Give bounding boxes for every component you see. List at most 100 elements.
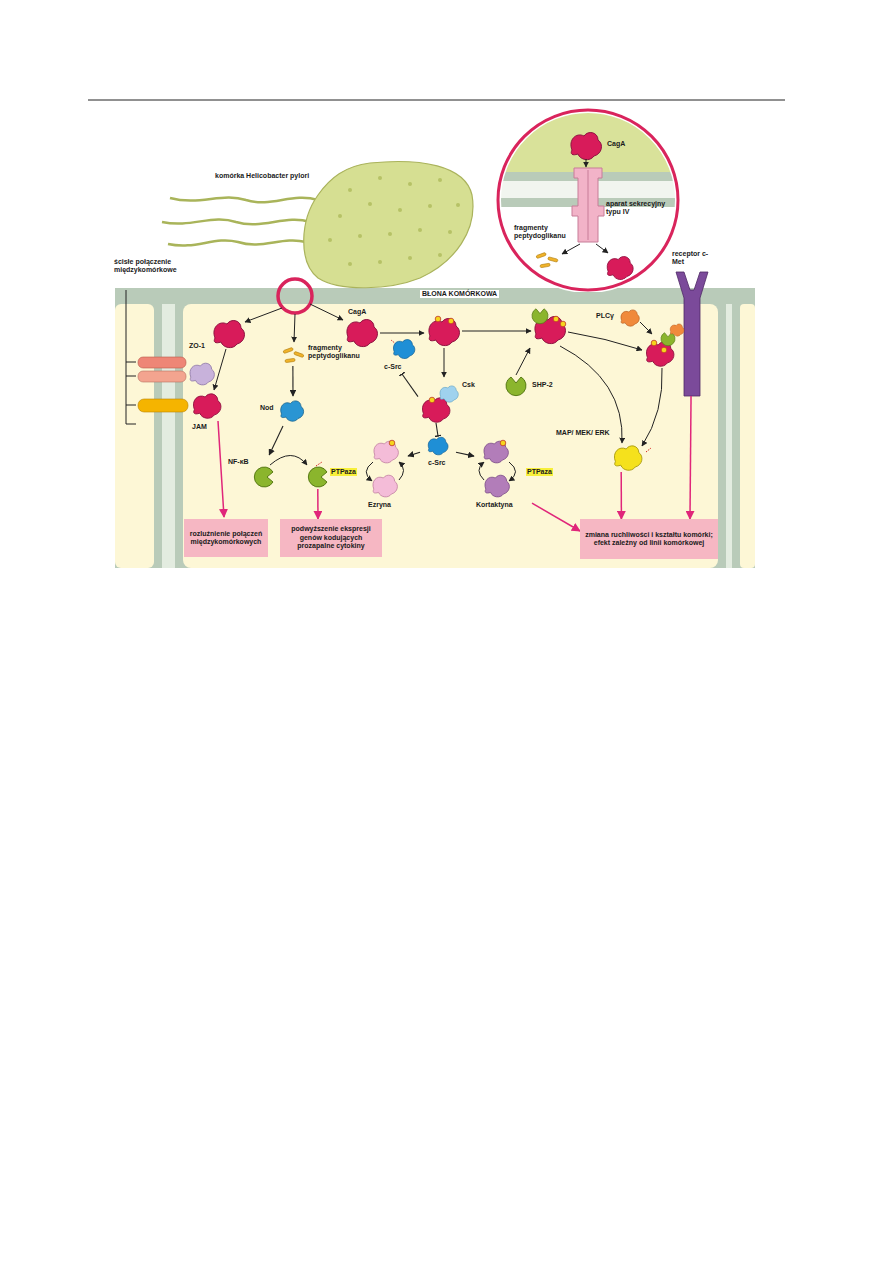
arrow [462, 331, 531, 332]
pathway-arrow [269, 426, 283, 455]
label-text: PLCγ [596, 312, 614, 320]
arrow [562, 244, 580, 254]
bacterium-body [398, 208, 402, 212]
arrow [562, 159, 608, 254]
arrow [640, 322, 652, 334]
peptidoglycan-fragment [540, 263, 550, 268]
outcome-box: podwyższenie ekspresji genów kodujących … [280, 519, 382, 557]
cell-tissue [183, 304, 718, 568]
cell-tissue [115, 304, 154, 568]
pathway-arrow [456, 452, 474, 456]
bacterium-body [304, 162, 473, 288]
host-cell: BŁONA KOMÓRKOWA ZO-1 fragmenty peptydoglik… [170, 288, 735, 568]
label-text: fragmenty peptydoglikanu [308, 344, 370, 361]
activation-mark [316, 462, 322, 466]
arrow [399, 462, 404, 480]
bacterium-body [338, 214, 342, 218]
plc-gamma-protein [621, 310, 684, 336]
secretion-channel [588, 170, 589, 240]
outcome-text: zmiana ruchliwości i kształtu komórki; e… [584, 531, 714, 548]
bacterium-body [438, 253, 442, 257]
bacterium: komórka Helicobacter pylori [213, 160, 475, 290]
shp-2-protein [661, 333, 675, 346]
cortactin-protein [485, 475, 509, 497]
inhibition-line [436, 423, 438, 436]
pink-arrow [218, 421, 224, 517]
protein: c-Src [382, 340, 422, 374]
label-text: fragmenty peptydoglikanu [514, 224, 576, 241]
label-text: Kortaktyna [476, 501, 513, 509]
arrow [596, 244, 608, 253]
phosphate-dot [389, 440, 395, 446]
phosphate-dot [553, 316, 559, 322]
arrow [310, 304, 343, 320]
outcome-box: zmiana ruchliwości i kształtu komórki; e… [580, 519, 718, 559]
peptidoglycan-fragment [283, 347, 304, 362]
peptidoglycan-fragment [548, 257, 558, 262]
label-text: Nod [260, 404, 274, 412]
arrow [294, 314, 295, 342]
label-text: komórka Helicobacter pylori [215, 172, 309, 180]
shp-2-protein [506, 377, 526, 396]
peptidoglycan-fragment [283, 347, 293, 353]
protein: ZO-1 [186, 338, 222, 392]
peptidoglycan-fragment [536, 252, 558, 267]
tight-junction-proteins [138, 371, 186, 382]
caga-protein [571, 133, 602, 160]
arrow [479, 462, 484, 480]
enzyme-label: PTPaza [330, 468, 357, 476]
plc-gamma-protein [621, 310, 639, 326]
protein: PLCγ [594, 306, 644, 330]
bacterium-body [328, 238, 332, 242]
phosphate-dot [651, 340, 657, 346]
label-text: BŁONA KOMÓRKOWA [420, 290, 499, 298]
caga-protein [193, 317, 673, 423]
protein: Ezryna [362, 438, 408, 510]
cell-tissue [740, 304, 755, 568]
inhibition-line [402, 374, 418, 397]
caga-protein [422, 398, 449, 422]
inset-ring [498, 110, 678, 290]
bacterium-flagella [168, 240, 306, 245]
arrow [245, 308, 282, 322]
label-text: CagA [348, 308, 366, 316]
inset-drawing [496, 108, 680, 293]
outcome-box: rozluźnienie połączeń międzykomórkowych [184, 519, 268, 557]
bacterium-flagella [162, 219, 310, 224]
pathway-arrow [532, 503, 580, 531]
bacterium-body [378, 176, 382, 180]
caga-protein [429, 319, 460, 346]
arrow [509, 462, 516, 481]
protein: fragmenty peptydoglikanu [280, 340, 372, 366]
bacterium-body [348, 262, 352, 266]
protein: Kortaktyna [474, 438, 532, 510]
bracket [126, 424, 136, 425]
enzyme-label: PTPaza [526, 468, 553, 476]
nf-kb-protein [308, 467, 327, 487]
arrow [642, 368, 662, 446]
tight-junction-proteins [138, 357, 186, 368]
bacterium-body [438, 178, 442, 182]
pink-arrow [218, 421, 224, 517]
map-kinase-protein [614, 446, 641, 470]
peptidoglycan-fragment [294, 351, 304, 357]
protein: CagA [342, 306, 384, 350]
arrow [366, 462, 373, 481]
pathway-arrow [317, 489, 319, 519]
pathway-arrow [292, 366, 293, 396]
label-text: JAM [192, 423, 207, 431]
label-text: aparat sekrecyjny typu IV [606, 200, 672, 217]
c-src-protein [428, 437, 448, 455]
cortactin-protein [484, 441, 509, 497]
bacterium-body [448, 230, 452, 234]
cell-tissue [115, 288, 755, 568]
caga-protein [347, 320, 378, 347]
activation-mark [646, 448, 651, 452]
bracket [126, 362, 136, 363]
phosphate-dot [429, 397, 435, 403]
bacterium-body [358, 234, 362, 238]
label-text: MAP/ MEK/ ERK [556, 429, 610, 437]
secretion-apparatus [572, 168, 604, 242]
label-text: SHP-2 [532, 381, 553, 389]
